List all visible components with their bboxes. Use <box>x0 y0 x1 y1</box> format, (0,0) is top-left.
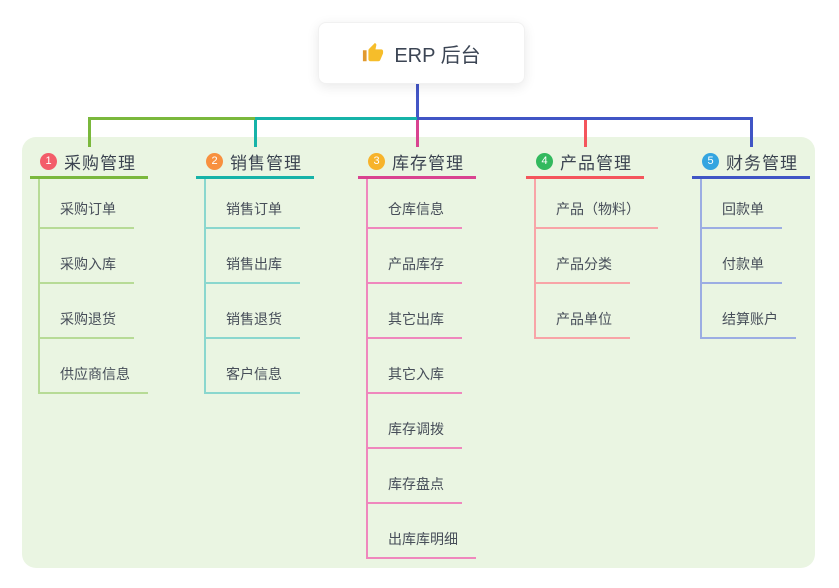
child-node[interactable]: 采购入库 <box>40 254 134 284</box>
child-row: 供应商信息 <box>40 339 148 394</box>
branch-2-number-badge: 2 <box>206 152 223 170</box>
child-row: 产品（物料） <box>536 179 658 229</box>
bus-segment-1 <box>88 117 255 120</box>
branch-title: 采购管理 <box>64 153 136 173</box>
child-node[interactable]: 采购订单 <box>40 199 134 229</box>
bus-segment-3 <box>417 117 753 120</box>
child-row: 仓库信息 <box>368 179 476 229</box>
branch-5: 5 财务管理回款单付款单结算账户 <box>692 146 810 339</box>
child-node[interactable]: 出库库明细 <box>368 529 476 559</box>
child-row: 销售订单 <box>206 179 314 229</box>
branch-4-drop-line <box>584 120 587 147</box>
child-row: 回款单 <box>702 179 810 229</box>
child-row: 销售退货 <box>206 284 314 339</box>
branch-title: 库存管理 <box>392 153 464 173</box>
bus-segment-2 <box>255 117 417 120</box>
child-node[interactable]: 库存调拨 <box>368 419 462 449</box>
child-row: 结算账户 <box>702 284 810 339</box>
child-row: 其它出库 <box>368 284 476 339</box>
child-node[interactable]: 库存盘点 <box>368 474 462 504</box>
child-row: 采购入库 <box>40 229 148 284</box>
child-row: 产品单位 <box>536 284 658 339</box>
branch-5-children: 回款单付款单结算账户 <box>700 179 810 339</box>
child-node[interactable]: 采购退货 <box>40 309 134 339</box>
branch-3-drop-line <box>416 120 419 147</box>
branch-3-children: 仓库信息产品库存其它出库其它入库库存调拨库存盘点出库库明细 <box>366 179 476 559</box>
child-row: 库存盘点 <box>368 449 476 504</box>
child-node[interactable]: 产品库存 <box>368 254 462 284</box>
branch-5-header[interactable]: 5 财务管理 <box>692 146 810 179</box>
branch-title: 销售管理 <box>230 153 302 173</box>
child-row: 采购退货 <box>40 284 148 339</box>
branch-1-number-badge: 1 <box>40 152 57 170</box>
child-row: 产品库存 <box>368 229 476 284</box>
child-row: 其它入库 <box>368 339 476 394</box>
branch-1: 1 采购管理采购订单采购入库采购退货供应商信息 <box>30 146 148 394</box>
root-node[interactable]: ERP 后台 <box>318 22 525 84</box>
child-node[interactable]: 销售订单 <box>206 199 300 229</box>
thumbs-up-icon <box>363 42 384 62</box>
child-row: 库存调拨 <box>368 394 476 449</box>
child-node[interactable]: 仓库信息 <box>368 199 462 229</box>
branch-5-number-badge: 5 <box>702 152 719 170</box>
branch-3-header[interactable]: 3 库存管理 <box>358 146 476 179</box>
child-node[interactable]: 付款单 <box>702 254 782 284</box>
child-node[interactable]: 产品（物料） <box>536 199 658 229</box>
branch-title: 产品管理 <box>560 153 632 173</box>
branches-panel <box>22 137 815 568</box>
branch-4-header[interactable]: 4 产品管理 <box>526 146 644 179</box>
branch-4-number-badge: 4 <box>536 152 553 170</box>
branch-1-header[interactable]: 1 采购管理 <box>30 146 148 179</box>
child-node[interactable]: 供应商信息 <box>40 364 148 394</box>
child-node[interactable]: 其它出库 <box>368 309 462 339</box>
child-row: 产品分类 <box>536 229 658 284</box>
branch-2-children: 销售订单销售出库销售退货客户信息 <box>204 179 314 394</box>
branch-5-drop-line <box>750 120 753 147</box>
branch-2-drop-line <box>254 120 257 147</box>
child-row: 客户信息 <box>206 339 314 394</box>
branch-1-children: 采购订单采购入库采购退货供应商信息 <box>38 179 148 394</box>
root-connector-line <box>416 82 419 120</box>
child-node[interactable]: 产品分类 <box>536 254 630 284</box>
branch-4-children: 产品（物料） 产品分类产品单位 <box>534 179 658 339</box>
branch-1-drop-line <box>88 120 91 147</box>
branch-2: 2 销售管理销售订单销售出库销售退货客户信息 <box>196 146 314 394</box>
child-row: 采购订单 <box>40 179 148 229</box>
child-node[interactable]: 其它入库 <box>368 364 462 394</box>
child-node[interactable]: 结算账户 <box>702 309 796 339</box>
branch-4: 4 产品管理产品（物料） 产品分类产品单位 <box>526 146 658 339</box>
child-row: 付款单 <box>702 229 810 284</box>
branch-2-header[interactable]: 2 销售管理 <box>196 146 314 179</box>
branch-3: 3 库存管理仓库信息产品库存其它出库其它入库库存调拨库存盘点出库库明细 <box>358 146 476 559</box>
child-node[interactable]: 销售出库 <box>206 254 300 284</box>
branch-3-number-badge: 3 <box>368 152 385 170</box>
child-row: 销售出库 <box>206 229 314 284</box>
root-label: ERP 后台 <box>394 44 481 67</box>
child-node[interactable]: 产品单位 <box>536 309 630 339</box>
child-node[interactable]: 销售退货 <box>206 309 300 339</box>
child-node[interactable]: 回款单 <box>702 199 782 229</box>
child-row: 出库库明细 <box>368 504 476 559</box>
child-node[interactable]: 客户信息 <box>206 364 300 394</box>
branch-title: 财务管理 <box>726 153 798 173</box>
